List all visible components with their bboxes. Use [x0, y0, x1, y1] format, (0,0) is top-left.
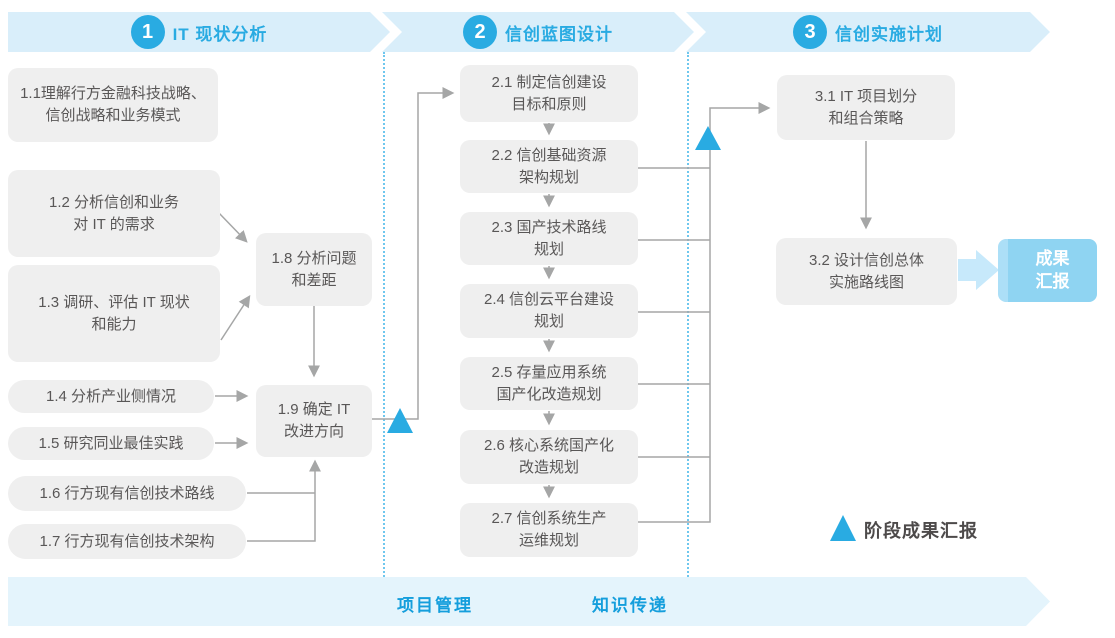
task-box-1-2: 1.2 分析信创和业务 对 IT 的需求: [8, 170, 220, 257]
task-1-7-line1: 1.7 行方现有信创技术架构: [39, 532, 215, 550]
task-2-6-line2: 改造规划: [518, 459, 579, 476]
task-2-1-line1: 2.1 制定信创建设: [491, 73, 607, 91]
task-box-2-3: 2.3 国产技术路线 规划: [460, 212, 638, 265]
task-box-2-2: 2.2 信创基础资源 架构规划: [460, 140, 638, 193]
task-1-1-line1: 1.1理解行方金融科技战略、: [20, 85, 206, 103]
task-2-7-line1: 2.7 信创系统生产: [491, 510, 607, 528]
task-1-2-line2: 对 IT 的需求: [73, 215, 155, 233]
phase-3-header: 3 信创实施计划: [793, 15, 943, 49]
phase-2-header: 2 信创蓝图设计: [463, 15, 613, 49]
task-box-2-6: 2.6 核心系统国产化 改造规划: [460, 430, 638, 484]
legend-triangle-icon: [830, 515, 856, 541]
task-1-3-line1: 1.3 调研、评估 IT 现状: [38, 293, 190, 311]
task-box-1-4: 1.4 分析产业侧情况: [8, 380, 214, 413]
task-1-8-line1: 1.8 分析问题: [271, 249, 357, 267]
task-1-8-line2: 和差距: [291, 271, 337, 289]
task-2-2-line2: 架构规划: [518, 168, 579, 186]
task-1-6-line1: 1.6 行方现有信创技术路线: [39, 484, 215, 502]
task-1-4-line1: 1.4 分析产业侧情况: [45, 387, 177, 405]
connector-1-2-to-1-8: [217, 211, 248, 243]
phase-2-title: 信创蓝图设计: [505, 24, 613, 44]
phase-1-number-badge: 1: [131, 15, 165, 49]
task-2-1-line2: 目标和原则: [511, 95, 587, 113]
connector-1-7-to-1-9: [247, 459, 321, 542]
task-box-1-9: 1.9 确定 IT 改进方向: [256, 385, 372, 457]
task-2-3-line1: 2.3 国产技术路线: [491, 218, 607, 236]
task-box-1-7: 1.7 行方现有信创技术架构: [8, 524, 246, 559]
task-box-1-8: 1.8 分析问题 和差距: [256, 233, 372, 306]
phase-1-title: IT 现状分析: [172, 24, 268, 44]
result-line2: 汇报: [1035, 271, 1070, 291]
phase-banner-1: 1 IT 现状分析: [8, 12, 390, 52]
connector-1-3-to-1-8: [220, 294, 251, 341]
task-2-3-line2: 规划: [533, 240, 564, 258]
task-2-4-line2: 规划: [533, 313, 564, 330]
task-2-5-line1: 2.5 存量应用系统: [491, 363, 607, 381]
task-box-1-5: 1.5 研究同业最佳实践: [8, 427, 214, 460]
task-2-2-line1: 2.2 信创基础资源: [491, 146, 607, 164]
phase-separator-1: [383, 52, 385, 577]
task-box-1-1: 1.1理解行方金融科技战略、 信创战略和业务模式: [8, 68, 218, 142]
task-1-5-line1: 1.5 研究同业最佳实践: [38, 434, 184, 452]
task-3-2-line2: 实施路线图: [828, 273, 904, 291]
phase-report-triangle-1: [387, 408, 413, 433]
result-line1: 成果: [1035, 248, 1070, 268]
footer-label-project-management: 项目管理: [397, 596, 473, 615]
task-2-7-line2: 运维规划: [518, 532, 579, 549]
task-2-6-line1: 2.6 核心系统国产化: [483, 437, 615, 455]
task-box-2-1: 2.1 制定信创建设 目标和原则: [460, 65, 638, 122]
result-arrow: [958, 250, 999, 290]
task-box-2-4: 2.4 信创云平台建设 规划: [460, 284, 638, 338]
legend-label: 阶段成果汇报: [864, 521, 978, 541]
task-box-1-6: 1.6 行方现有信创技术路线: [8, 476, 246, 511]
phase-report-triangle-2: [695, 126, 721, 150]
task-2-4-line1: 2.4 信创云平台建设: [483, 291, 615, 309]
result-report-box: 成果 汇报: [998, 239, 1097, 302]
task-box-3-1: 3.1 IT 项目划分 和组合策略: [777, 75, 955, 140]
phase-banner-3: 3 信创实施计划: [686, 12, 1050, 52]
task-box-1-3: 1.3 调研、评估 IT 现状 和能力: [8, 265, 220, 362]
task-1-9-line1: 1.9 确定 IT: [277, 401, 351, 419]
task-1-1-line2: 信创战略和业务模式: [45, 107, 181, 124]
task-3-2-line1: 3.2 设计信创总体: [808, 251, 925, 269]
task-box-2-5: 2.5 存量应用系统 国产化改造规划: [460, 357, 638, 410]
task-3-1-line2: 和组合策略: [828, 109, 904, 127]
task-1-9-line2: 改进方向: [283, 423, 344, 440]
footer-label-knowledge-transfer: 知识传递: [592, 596, 668, 615]
task-1-2-line1: 1.2 分析信创和业务: [48, 193, 180, 211]
connector-collector-to-3-1: [638, 102, 771, 523]
task-box-3-2: 3.2 设计信创总体 实施路线图: [776, 238, 957, 305]
phase-3-number-badge: 3: [793, 15, 827, 49]
task-3-1-line1: 3.1 IT 项目划分: [814, 87, 918, 105]
task-1-3-line2: 和能力: [91, 315, 137, 333]
phase-2-number-badge: 2: [463, 15, 497, 49]
phase-banner-2: 2 信创蓝图设计: [382, 12, 694, 52]
phase-1-header: 1 IT 现状分析: [131, 15, 268, 49]
phase-3-title: 信创实施计划: [835, 24, 943, 44]
task-2-5-line2: 国产化改造规划: [496, 385, 602, 403]
phase-separator-2: [687, 52, 689, 577]
task-box-2-7: 2.7 信创系统生产 运维规划: [460, 503, 638, 557]
footer-banner: [8, 577, 1050, 626]
